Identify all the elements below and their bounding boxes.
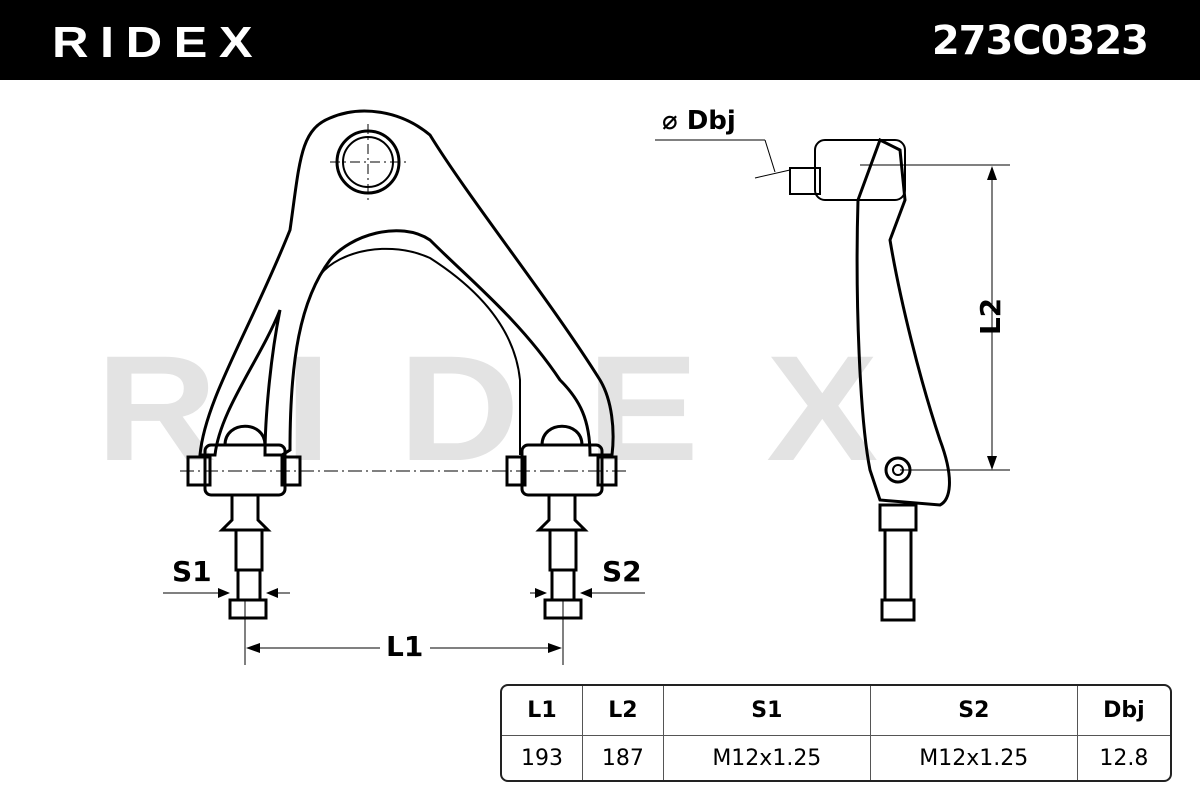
table-cell: M12x1.25 [871,736,1078,780]
table-cell: 193 [502,736,583,780]
specifications-table: L1 L2 S1 S2 Dbj 193 187 M12x1.25 M12x1.2… [500,684,1172,782]
table-cell: M12x1.25 [664,736,871,780]
table-cell: 12.8 [1099,745,1149,771]
watermark: RIDEX [96,324,946,492]
dimension-label-s2: S2 [602,555,642,588]
control-arm-front-view [180,109,630,620]
table-header-row: L1 L2 S1 S2 Dbj [502,686,1170,736]
dimension-label-l2: L2 [974,297,1008,336]
table-header: S1 [663,686,871,736]
table-row: 193 187 M12x1.25 M12x1.25 12.8 [502,736,1170,780]
dimension-label-dbj: ⌀ Dbj [662,106,736,136]
dimension-label-s1: S1 [172,555,212,588]
table-header: Dbj [1077,686,1170,736]
brand-logo: RIDEX [52,18,265,67]
part-number: 273C0323 [931,18,1149,64]
control-arm-side-view [789,137,951,622]
table-cell: 187 [583,736,664,780]
table-header: L1 [502,686,583,736]
dimension-label-l1: L1 [386,630,424,663]
table-header: S2 [870,686,1078,736]
header-bar: RIDEX 273C0323 [0,0,1200,80]
table-header: L2 [582,686,664,736]
